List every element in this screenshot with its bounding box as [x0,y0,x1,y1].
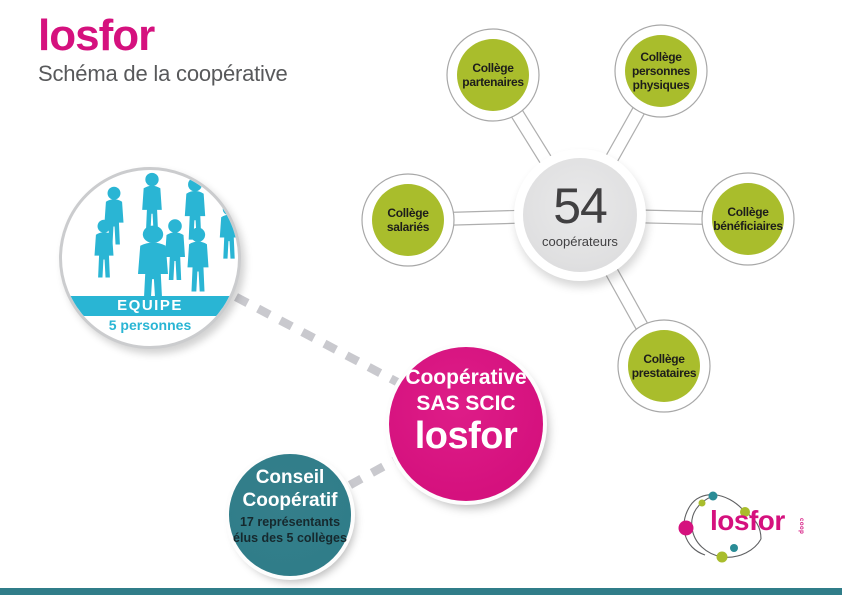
cooperators-count: 54 [553,178,608,234]
college-label: Collège bénéficiaires [713,204,783,233]
cooperative-line1: Coopérative [405,365,527,389]
team-banner: EQUIPE [62,296,238,316]
team-circle: EQUIPE 5 personnes [59,167,241,349]
orbit-logo-icon [678,491,762,563]
college-label: Collège prestataires [631,351,697,380]
footer-brand-text: losfor [710,505,785,536]
college-circle-salaries: Collège salariés [372,184,444,256]
header: losfor Schéma de la coopérative [38,11,288,87]
college-circle-prestataires: Collège prestataires [628,330,700,402]
college-circle-personnes-physiques: Collège personnes physiques [625,35,697,107]
council-line2: Coopératif [242,490,338,512]
college-circle-partenaires: Collège partenaires [457,39,529,111]
page-title: Schéma de la coopérative [38,61,288,87]
footer-logo: losfor coop [660,478,820,578]
council-circle: Conseil Coopératif 17 représentants élus… [229,454,351,576]
footer-bar [0,588,842,595]
council-line1: Conseil [255,466,325,488]
people-icon [94,172,238,304]
college-circle-beneficiaires: Collège bénéficiaires [712,183,784,255]
cooperative-line2: SAS SCIC [416,392,516,416]
college-label: Collège salariés [386,205,430,234]
footer-coop-suffix: coop [798,518,804,535]
council-elected: élus des 5 collèges [233,530,347,545]
hub-circle: 54 coopérateurs [514,149,646,281]
college-label: Collège partenaires [462,60,524,89]
team-count: 5 personnes [108,317,192,333]
dashed-connectors [234,293,401,489]
council-to-coop-dash [347,455,400,489]
cooperators-label: coopérateurs [542,234,618,249]
council-representatives: 17 représentants [239,515,341,530]
brand-logo-text: losfor [38,11,155,60]
cooperative-circle: Coopérative SAS SCIC losfor [389,347,543,501]
hub-inner-circle: 54 coopérateurs [523,158,637,272]
team-to-coop-dash [234,293,401,387]
cooperative-brand: losfor [414,415,518,458]
college-label: Collège personnes physiques [632,49,690,93]
